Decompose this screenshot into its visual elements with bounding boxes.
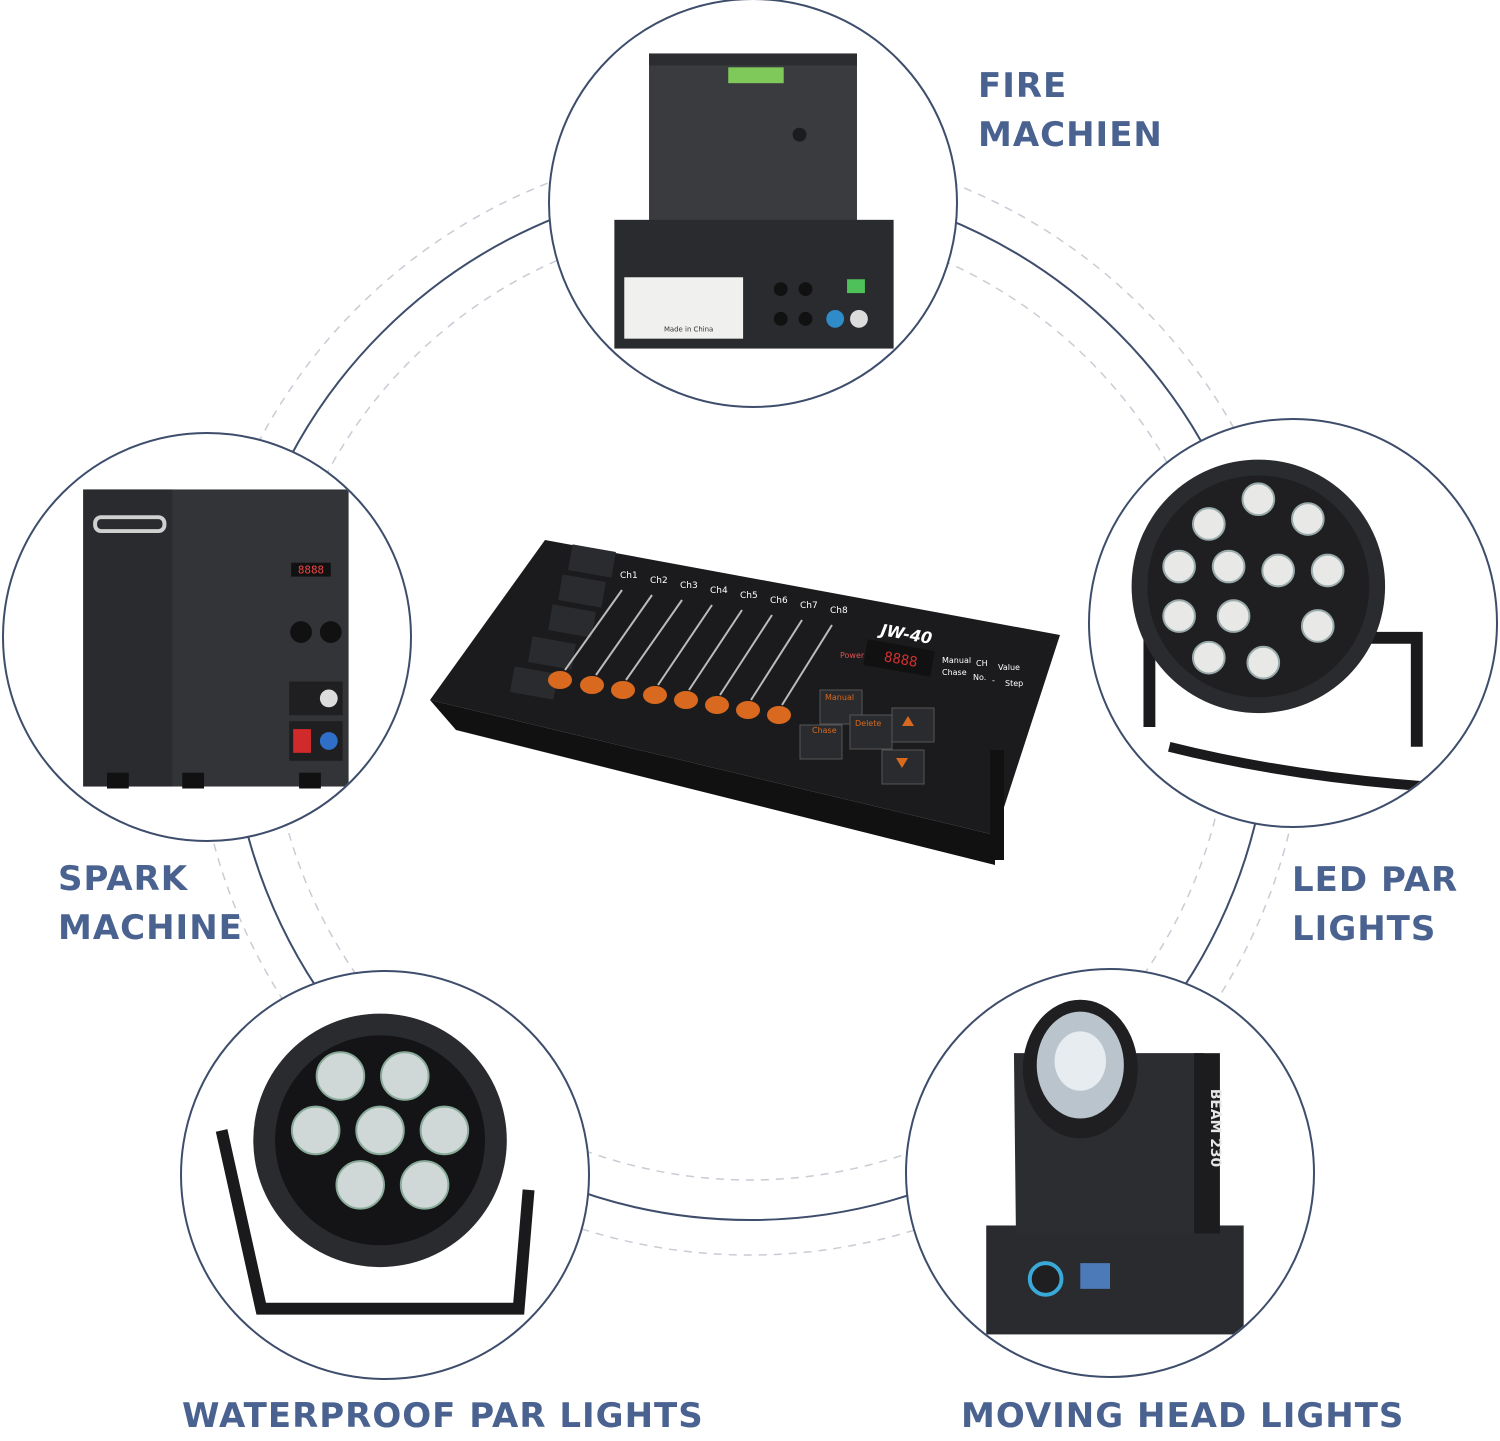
moving-head-label-line-1: MOVING HEAD LIGHTS [961, 1396, 1405, 1436]
fire-machine-label-line-2: MACHIEN [978, 115, 1163, 155]
controller-display: 8888 [883, 649, 919, 671]
channel-label-5: Ch5 [740, 591, 758, 601]
table-label-dash: - [992, 676, 995, 685]
waterproof-par-image [215, 1013, 535, 1315]
channel-label-6: Ch6 [770, 596, 788, 606]
fire-machine-label-line-1: FIRE [978, 66, 1068, 106]
function-buttons: Manual Chase Delete [799, 689, 935, 785]
scene-buttons [510, 544, 616, 700]
fader-tracks [564, 589, 833, 706]
led-par-image [1131, 459, 1428, 792]
channel-label-8: Ch8 [830, 606, 848, 616]
fader-knobs [548, 671, 791, 724]
channel-label-1: Ch1 [620, 571, 638, 581]
channel-label-3: Ch3 [680, 581, 698, 591]
spark-machine-image: 8888 [83, 489, 349, 789]
fire-made-in-label: Made in China [664, 326, 713, 334]
spark-display: 8888 [298, 564, 324, 577]
fire-machine-node: Made in China [548, 0, 958, 408]
spark-machine-label-line-1: SPARK [58, 859, 189, 899]
waterproof-par-label-line-1: WATERPROOF PAR LIGHTS [182, 1396, 704, 1436]
manual-button-label: Manual [825, 693, 854, 702]
table-label-step: Step [1005, 679, 1023, 688]
mode-label-manual: Manual [942, 656, 971, 665]
moving-head-lights-node: BEAM 230 [905, 968, 1315, 1378]
fire-machine-label: FIRE MACHIEN [978, 62, 1163, 160]
channel-label-2: Ch2 [650, 576, 668, 586]
spark-machine-node: 8888 [2, 432, 412, 842]
table-label-ch: CH [976, 659, 988, 668]
power-label: Power [840, 651, 865, 660]
table-label-value: Value [998, 663, 1020, 672]
waterproof-par-lights-node [180, 970, 590, 1380]
moving-head-image: BEAM 230 [986, 999, 1244, 1335]
led-par-label-line-1: LED PAR [1292, 860, 1459, 900]
dmx-controller-image: Ch1 Ch2 Ch3 Ch4 Ch5 Ch6 Ch7 Ch8 JW-40 Po… [430, 540, 1060, 865]
mode-label-chase: Chase [942, 668, 967, 677]
spark-machine-label-line-2: MACHINE [58, 908, 243, 948]
dmx-controller: Ch1 Ch2 Ch3 Ch4 Ch5 Ch6 Ch7 Ch8 JW-40 Po… [420, 530, 1065, 865]
channel-label-4: Ch4 [710, 586, 728, 596]
table-label-no: No. [973, 673, 986, 682]
moving-head-model-label: BEAM 230 [1207, 1089, 1223, 1167]
delete-button-label: Delete [855, 719, 881, 728]
fire-machine-image: Made in China [614, 53, 894, 349]
channel-label-7: Ch7 [800, 601, 818, 611]
waterproof-par-lights-label: WATERPROOF PAR LIGHTS [182, 1392, 704, 1441]
led-par-label-line-2: LIGHTS [1292, 909, 1437, 949]
led-par-lights-label: LED PAR LIGHTS [1292, 856, 1458, 954]
chase-button-label: Chase [812, 726, 837, 735]
moving-head-lights-label: MOVING HEAD LIGHTS [961, 1392, 1404, 1441]
spark-machine-label: SPARK MACHINE [58, 855, 243, 953]
led-par-lights-node [1088, 418, 1498, 828]
